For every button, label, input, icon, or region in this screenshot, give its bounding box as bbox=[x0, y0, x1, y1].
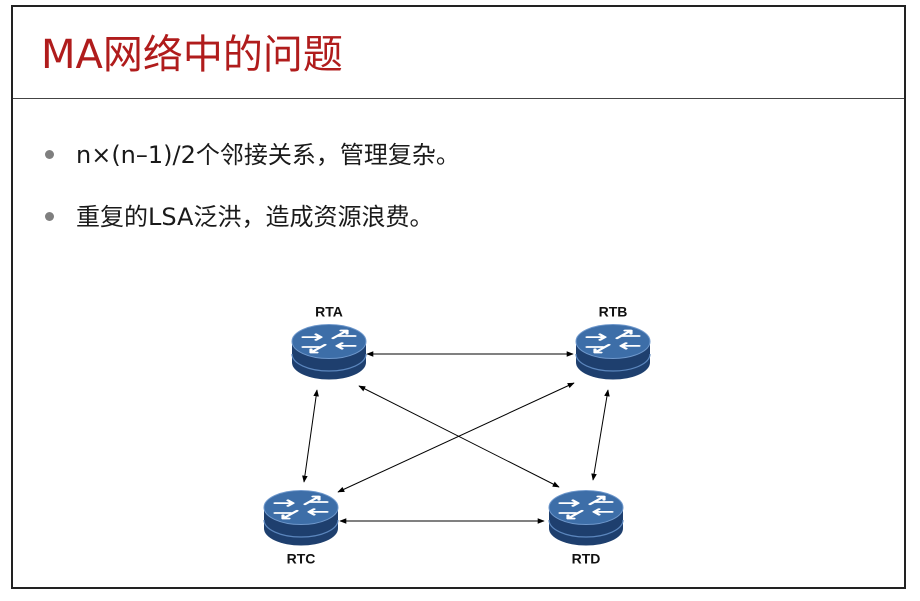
router-icon bbox=[558, 495, 614, 520]
router-rtc: RTC bbox=[263, 490, 339, 567]
router-band bbox=[575, 353, 651, 372]
routers-layer: RTA RTB RTC RTD bbox=[263, 304, 651, 567]
bullet-item: 重复的LSA泛洪，造成资源浪费。 bbox=[41, 197, 460, 259]
router-rtb: RTB bbox=[575, 304, 651, 380]
link-rtb-rtd bbox=[591, 389, 610, 481]
bullet-text: n×(n–1)/2个邻接关系，管理复杂。 bbox=[76, 141, 460, 169]
bullet-item: n×(n–1)/2个邻接关系，管理复杂。 bbox=[41, 135, 460, 197]
router-icon bbox=[273, 495, 329, 520]
links-layer bbox=[302, 351, 610, 524]
link-rtb-rtc bbox=[337, 382, 575, 493]
router-top bbox=[548, 490, 624, 525]
title-divider bbox=[13, 98, 904, 99]
router-icon bbox=[585, 329, 641, 354]
network-diagram: RTA RTB RTC RTD bbox=[263, 304, 651, 567]
router-top bbox=[291, 324, 367, 359]
link-rta-rtc bbox=[302, 389, 319, 483]
router-rtd: RTD bbox=[548, 490, 624, 567]
router-band bbox=[291, 353, 367, 372]
bullet-icon bbox=[45, 150, 54, 159]
bullet-icon bbox=[45, 212, 54, 221]
router-top bbox=[263, 490, 339, 525]
slide-title: MA网络中的问题 bbox=[41, 32, 343, 78]
router-band bbox=[548, 519, 624, 538]
router-top bbox=[575, 324, 651, 359]
router-label-rtc: RTC bbox=[287, 551, 316, 567]
router-label-rtb: RTB bbox=[599, 304, 628, 320]
bullet-list: n×(n–1)/2个邻接关系，管理复杂。 重复的LSA泛洪，造成资源浪费。 bbox=[41, 135, 460, 259]
slide: MA网络中的问题 n×(n–1)/2个邻接关系，管理复杂。 重复的LSA泛洪，造… bbox=[11, 5, 906, 589]
router-label-rta: RTA bbox=[315, 304, 343, 320]
router-rta: RTA bbox=[291, 304, 367, 380]
bullet-text: 重复的LSA泛洪，造成资源浪费。 bbox=[76, 203, 434, 231]
router-icon bbox=[301, 329, 357, 354]
router-band bbox=[263, 519, 339, 538]
router-label-rtd: RTD bbox=[572, 551, 601, 567]
